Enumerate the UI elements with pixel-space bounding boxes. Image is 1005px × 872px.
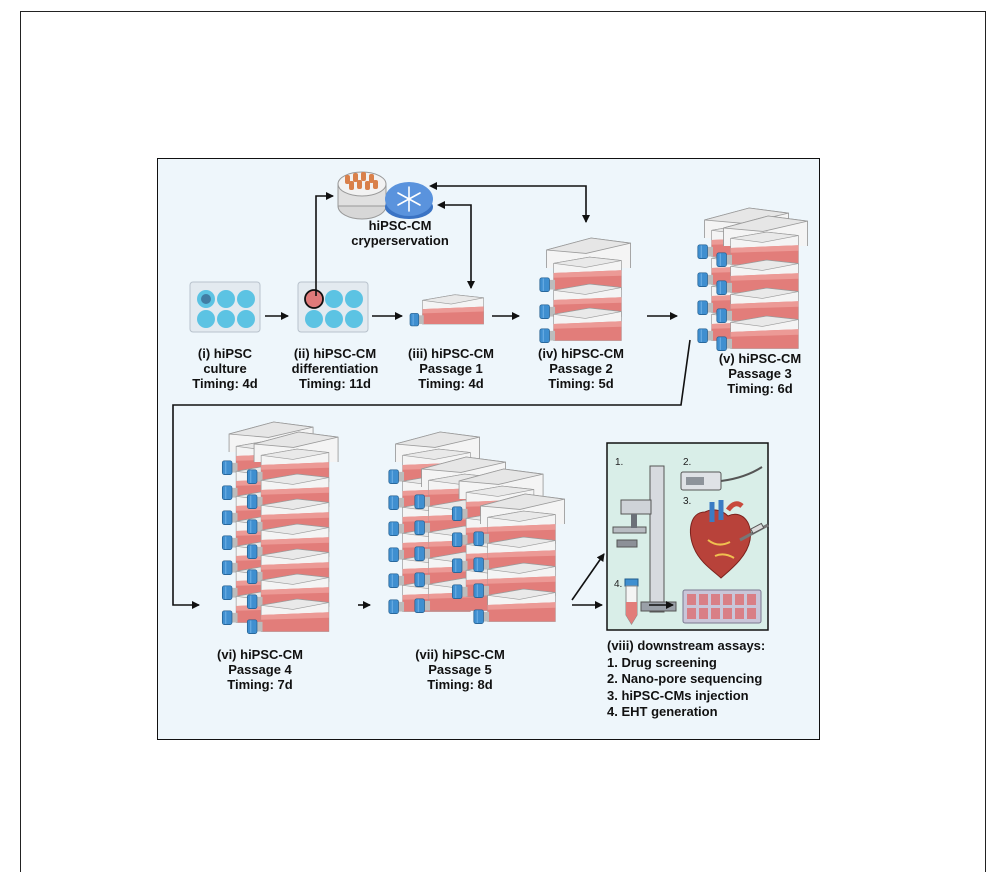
- screening-instrument-icon: [612, 465, 677, 613]
- six-well-plate-icon: [297, 281, 369, 333]
- eht-plate-icon: [682, 589, 762, 624]
- assay-item: 3. hiPSC-CMs injection: [607, 687, 749, 703]
- assays-title: (viii) downstream assays:: [607, 638, 766, 653]
- culture-flask-icon: [539, 237, 632, 344]
- heart-icon: [689, 500, 769, 579]
- assay-marker-3: 3.: [683, 496, 691, 507]
- assay-marker-1: 1.: [615, 457, 623, 468]
- culture-flask-icon: [388, 431, 566, 625]
- assay-marker-4: 4.: [614, 579, 622, 590]
- assay-item: 2. Nano-pore sequencing: [607, 671, 763, 686]
- downstream-assays-list: (viii) downstream assays: 1. Drug screen…: [607, 638, 765, 721]
- cryo-label: hiPSC-CM cryperservation: [351, 218, 449, 248]
- snowflake-icon: [385, 182, 433, 219]
- sequencer-icon: [680, 466, 763, 491]
- assay-item: 4. EHT generation: [607, 704, 718, 719]
- six-well-plate-icon: [189, 281, 261, 333]
- culture-flask-icon: [221, 421, 339, 635]
- assay-item: 1. Drug screening: [607, 654, 717, 670]
- workflow-arrows: [172, 182, 691, 609]
- culture-flask-icon: [409, 294, 485, 327]
- cryo-storage-icon: [337, 171, 387, 220]
- assay-illustration-box: 1. 2. 3. 4.: [606, 442, 769, 631]
- assay-marker-2: 2.: [683, 457, 691, 468]
- culture-flask-icon: [697, 207, 809, 352]
- figure-frame: [20, 11, 986, 872]
- conical-tube-icon: [624, 578, 639, 625]
